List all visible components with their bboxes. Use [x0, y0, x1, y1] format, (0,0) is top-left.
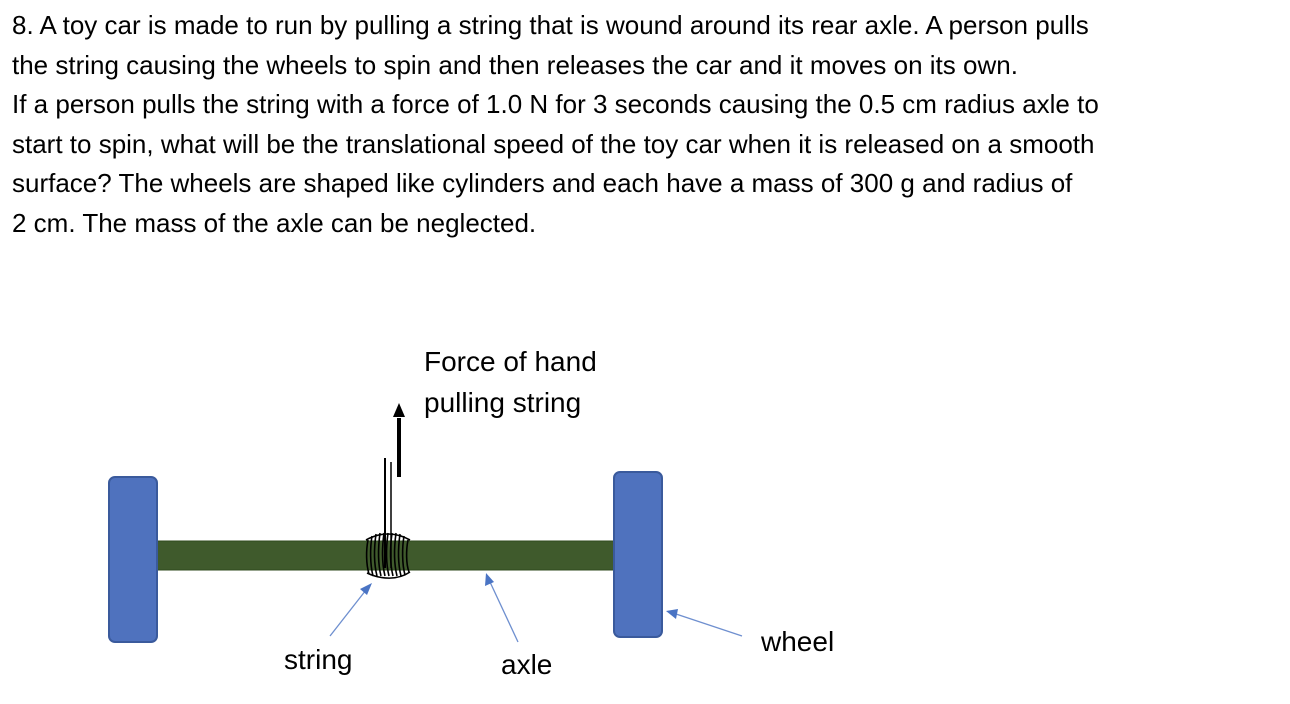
problem-line: If a person pulls the string with a forc…: [12, 89, 1099, 120]
problem-line: surface? The wheels are shaped like cyli…: [12, 168, 1073, 199]
problem-statement: 8. A toy car is made to run by pulling a…: [12, 6, 1284, 244]
string-pointer: [329, 583, 372, 637]
wheel-label: wheel: [761, 626, 835, 657]
wheel-pointer: [666, 609, 743, 637]
axle-pointer: [485, 573, 519, 643]
right-wheel: [613, 471, 663, 638]
string-label: string: [284, 644, 353, 675]
force-label-line1: Force of hand: [424, 346, 597, 377]
problem-line: the string causing the wheels to spin an…: [12, 49, 1018, 80]
problem-line: 2 cm. The mass of the axle can be neglec…: [12, 207, 537, 238]
left-wheel: [108, 476, 158, 643]
axle-label: axle: [501, 649, 553, 680]
string-coil: [365, 532, 411, 579]
problem-line: start to spin, what will be the translat…: [12, 128, 1095, 159]
force-label-line2: pulling string: [424, 387, 582, 418]
force-arrow: [393, 403, 405, 477]
problem-line: 8. A toy car is made to run by pulling a…: [12, 10, 1089, 40]
